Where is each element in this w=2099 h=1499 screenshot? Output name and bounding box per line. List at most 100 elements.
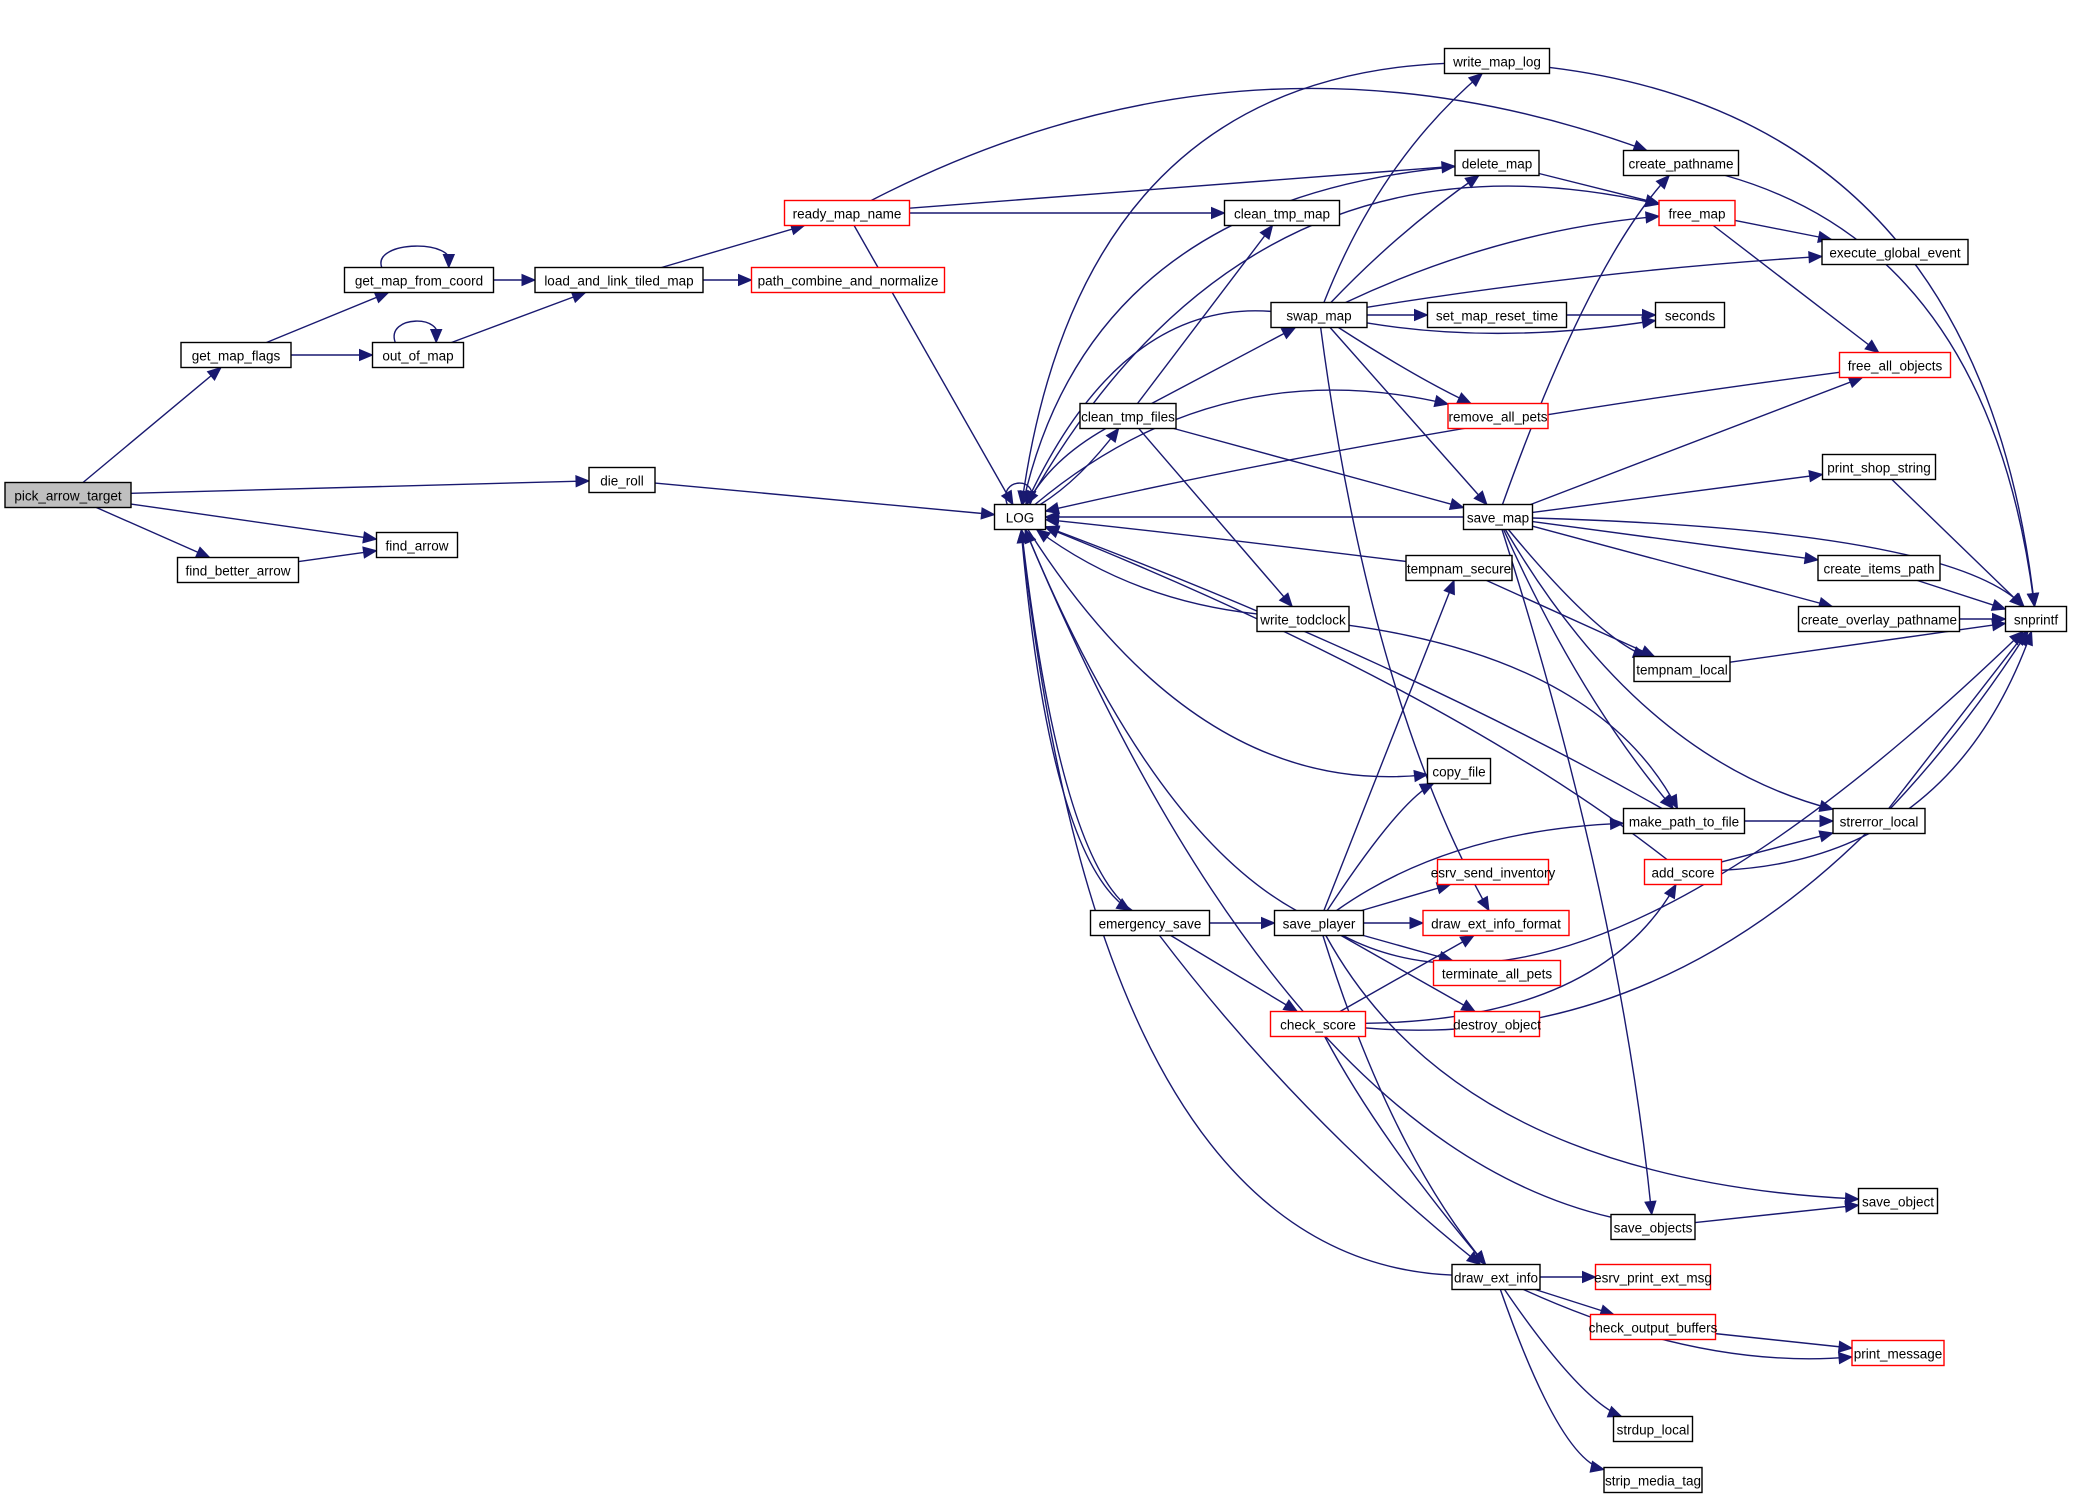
- node-emergency_save[interactable]: emergency_save: [1089, 909, 1211, 937]
- node-save_object[interactable]: save_object: [1857, 1187, 1939, 1215]
- node-box: [180, 341, 292, 369]
- node-check_score[interactable]: check_score: [1269, 1010, 1367, 1038]
- node-clean_tmp_map[interactable]: clean_tmp_map: [1223, 199, 1341, 227]
- node-create_pathname[interactable]: create_pathname: [1622, 149, 1740, 177]
- node-snprintf[interactable]: snprintf: [2004, 605, 2068, 633]
- node-label: seconds: [1665, 309, 1716, 324]
- node-label: esrv_print_ext_msg: [1594, 1271, 1712, 1286]
- node-ready_map_name[interactable]: ready_map_name: [783, 199, 911, 227]
- arrowhead-icon: [1016, 528, 1030, 544]
- node-delete_map[interactable]: delete_map: [1454, 149, 1540, 177]
- node-box: [1643, 858, 1723, 886]
- arrowhead-icon: [1808, 469, 1824, 483]
- edge-save_map-to-tempnam_local: [1507, 529, 1648, 658]
- node-swap_map[interactable]: swap_map: [1270, 301, 1368, 329]
- edge-die_roll-to-LOG: [654, 482, 996, 520]
- arrowhead-icon: [1632, 139, 1649, 152]
- node-save_player[interactable]: save_player: [1273, 909, 1365, 937]
- node-strip_media_tag[interactable]: strip_media_tag: [1603, 1466, 1703, 1494]
- node-save_objects[interactable]: save_objects: [1610, 1213, 1696, 1241]
- node-destroy_object[interactable]: destroy_object: [1453, 1010, 1541, 1038]
- node-save_map[interactable]: save_map: [1462, 503, 1534, 531]
- node-execute_global_event[interactable]: execute_global_event: [1821, 238, 1969, 266]
- edge-swap_map-to-remove_all_pets: [1338, 326, 1473, 405]
- node-box: [1821, 453, 1937, 481]
- arrowhead-icon: [206, 366, 222, 381]
- node-create_items_path[interactable]: create_items_path: [1817, 554, 1941, 582]
- node-box: [1447, 402, 1549, 430]
- node-tempnam_local[interactable]: tempnam_local: [1633, 655, 1731, 683]
- node-tempnam_secure[interactable]: tempnam_secure: [1405, 554, 1513, 582]
- node-esrv_print_ext_msg[interactable]: esrv_print_ext_msg: [1594, 1263, 1712, 1291]
- node-out_of_map[interactable]: out_of_map: [371, 341, 465, 369]
- edge-line: [1323, 580, 1455, 911]
- node-set_map_reset_time[interactable]: set_map_reset_time: [1426, 301, 1568, 329]
- arrowhead-icon: [1990, 598, 2007, 611]
- node-create_overlay_pathname[interactable]: create_overlay_pathname: [1797, 605, 1961, 633]
- edge-swap_map-to-set_map_reset_time: [1367, 308, 1429, 322]
- arrowhead-icon: [1261, 916, 1276, 930]
- node-box: [1405, 554, 1513, 582]
- edge-line: [1549, 66, 2036, 607]
- node-box: [1273, 909, 1365, 937]
- node-remove_all_pets[interactable]: remove_all_pets: [1447, 402, 1549, 430]
- node-pick_arrow_target[interactable]: pick_arrow_target: [4, 481, 132, 509]
- arrowhead-icon: [1644, 1200, 1657, 1216]
- node-seconds[interactable]: seconds: [1654, 301, 1726, 329]
- node-get_map_flags[interactable]: get_map_flags: [180, 341, 292, 369]
- edge-clean_tmp_files-to-swap_map: [1151, 326, 1297, 405]
- arrowhead-icon: [1280, 326, 1297, 340]
- node-copy_file[interactable]: copy_file: [1426, 757, 1492, 785]
- node-get_map_from_coord[interactable]: get_map_from_coord: [343, 266, 495, 294]
- node-draw_ext_info_format[interactable]: draw_ext_info_format: [1422, 909, 1570, 937]
- edge-save_map-to-create_pathname: [1501, 174, 1671, 505]
- edge-line: [1325, 935, 1859, 1200]
- edge-line: [1712, 224, 1880, 354]
- node-esrv_send_inventory[interactable]: esrv_send_inventory: [1431, 858, 1556, 886]
- edge-emergency_save-to-LOG: [1016, 528, 1133, 912]
- edge-emergency_save-to-save_player: [1209, 916, 1276, 930]
- node-box: [1610, 1213, 1696, 1241]
- node-label: draw_ext_info: [1454, 1271, 1538, 1286]
- node-die_roll[interactable]: die_roll: [588, 466, 656, 494]
- node-path_combine_and_normalize[interactable]: path_combine_and_normalize: [750, 266, 946, 294]
- edge-free_map-to-execute_global_event: [1734, 219, 1833, 244]
- edge-check_output_buffers-to-print_message: [1715, 1332, 1854, 1353]
- node-clean_tmp_files[interactable]: clean_tmp_files: [1079, 402, 1177, 430]
- node-label: save_map: [1467, 511, 1529, 526]
- node-strdup_local[interactable]: strdup_local: [1612, 1415, 1694, 1443]
- node-add_score[interactable]: add_score: [1643, 858, 1723, 886]
- node-write_todclock[interactable]: write_todclock: [1256, 605, 1350, 633]
- node-LOG[interactable]: LOG: [993, 503, 1047, 531]
- edge-line: [1045, 371, 1840, 512]
- node-write_map_log[interactable]: write_map_log: [1443, 47, 1551, 75]
- node-load_and_link_tiled_map[interactable]: load_and_link_tiled_map: [534, 266, 704, 294]
- edge-line: [380, 245, 451, 268]
- node-box: [534, 266, 704, 294]
- edge-line: [1024, 529, 1297, 912]
- node-find_better_arrow[interactable]: find_better_arrow: [176, 556, 300, 584]
- node-print_shop_string[interactable]: print_shop_string: [1821, 453, 1937, 481]
- arrowhead-icon: [1471, 1250, 1487, 1266]
- edge-line: [1366, 319, 1656, 335]
- node-label: get_map_flags: [192, 349, 281, 364]
- node-terminate_all_pets[interactable]: terminate_all_pets: [1432, 959, 1562, 987]
- node-free_all_objects[interactable]: free_all_objects: [1838, 351, 1952, 379]
- edge-line: [1501, 529, 1653, 1215]
- node-free_map[interactable]: free_map: [1658, 199, 1736, 227]
- node-box: [1443, 47, 1551, 75]
- node-make_path_to_file[interactable]: make_path_to_file: [1622, 807, 1746, 835]
- node-find_arrow[interactable]: find_arrow: [375, 531, 459, 559]
- node-print_message[interactable]: print_message: [1851, 1339, 1945, 1367]
- edge-line: [1532, 517, 2025, 607]
- edge-line: [1039, 428, 1120, 506]
- node-draw_ext_info[interactable]: draw_ext_info: [1451, 1263, 1541, 1291]
- edge-load_and_link_tiled_map-to-path_combine_and_normalize: [703, 273, 753, 287]
- edge-line: [1170, 934, 1298, 1013]
- edge-line: [1323, 72, 1483, 303]
- node-label: destroy_object: [1453, 1018, 1541, 1033]
- node-check_output_buffers[interactable]: check_output_buffers: [1589, 1313, 1718, 1341]
- edge-save_player-to-draw_ext_info_format: [1363, 916, 1425, 930]
- node-strerror_local[interactable]: strerror_local: [1832, 807, 1926, 835]
- edge-draw_ext_info-to-esrv_print_ext_msg: [1540, 1270, 1597, 1284]
